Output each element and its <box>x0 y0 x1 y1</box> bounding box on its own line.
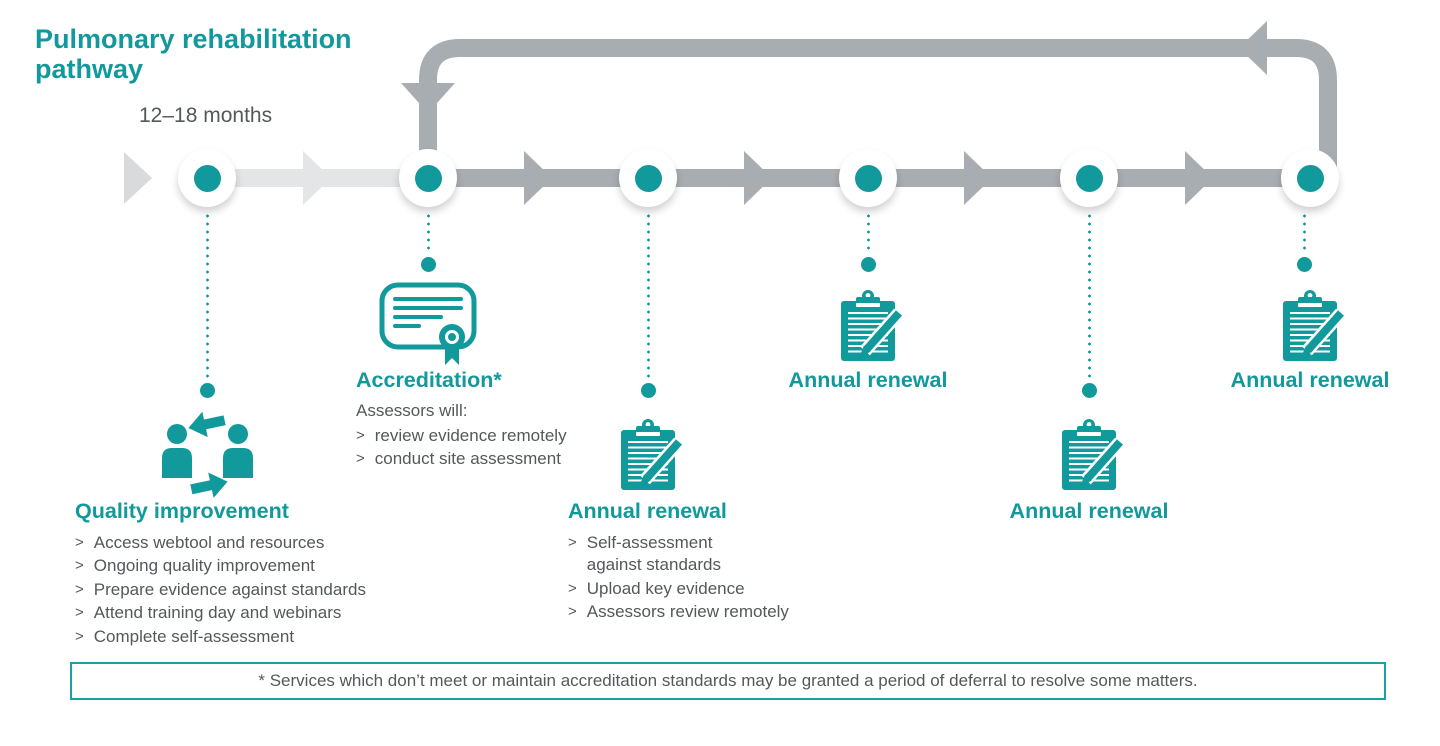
bullet-marker: > <box>356 427 365 444</box>
stage-quality-improvement: Quality improvement > Access webtool and … <box>75 498 405 649</box>
timeline-node <box>399 149 457 207</box>
stage-annual-renewal-4: Annual renewal <box>1210 367 1410 393</box>
bullet-item: > Assessors review remotely <box>568 601 808 623</box>
connector-dot <box>640 383 656 398</box>
clipboard-pen-icon <box>1283 290 1346 361</box>
node-dot <box>1296 164 1324 192</box>
certificate-icon <box>379 282 477 365</box>
segment-arrowhead-light-icon <box>303 151 331 205</box>
bullet-item: > Ongoing quality improvement <box>75 555 405 577</box>
loop-arrowhead-down-icon <box>401 83 455 113</box>
connector-dot <box>1296 257 1312 272</box>
timeline-node <box>839 149 897 207</box>
bullet-item: > conduct site assessment <box>356 448 626 470</box>
stage-annual-renewal-1: Annual renewal > Self-assessment against … <box>568 498 808 625</box>
segment-arrowhead-icon <box>964 151 992 205</box>
connector-line <box>646 212 650 378</box>
clipboard-pen-icon <box>841 290 904 361</box>
bullet-text: conduct site assessment <box>374 449 561 469</box>
connector-line <box>866 212 870 252</box>
bullet-text: Prepare evidence against standards <box>93 579 366 599</box>
timeline-duration-label: 12–18 months <box>139 104 273 127</box>
bullet-item: > Self-assessment against standards <box>568 532 808 577</box>
connector-dot <box>199 383 215 398</box>
bullet-text: review evidence remotely <box>374 426 567 445</box>
footnote-text: * Services which don’t meet or maintain … <box>258 671 1198 690</box>
bullet-item: > Prepare evidence against standards <box>75 579 405 601</box>
bullet-marker: > <box>75 557 84 575</box>
stage-annual-renewal-3: Annual renewal <box>989 498 1189 524</box>
bullet-list: > Access webtool and resources > Ongoing q… <box>75 532 405 648</box>
connector-line <box>1302 212 1306 252</box>
stage-heading: Annual renewal <box>788 368 948 392</box>
stage-heading: Annual renewal <box>568 499 727 523</box>
connector-line <box>1087 212 1091 378</box>
segment-arrowhead-icon <box>744 151 772 205</box>
timeline-node <box>1281 149 1339 207</box>
bullet-marker: > <box>356 450 365 468</box>
stage-annual-renewal-2: Annual renewal <box>768 367 968 393</box>
bullet-text: Attend training day and webinars <box>93 603 342 623</box>
node-dot <box>1075 164 1103 192</box>
people-cycle-icon <box>162 411 253 498</box>
bullet-text: Ongoing quality improvement <box>93 556 315 576</box>
bullet-marker: > <box>75 580 84 598</box>
connector-dot <box>860 257 876 272</box>
bullet-item: > review evidence remotely <box>356 425 626 447</box>
bullet-text: Self-assessment against standards <box>586 533 721 575</box>
bullet-marker: > <box>568 579 577 597</box>
bullet-marker: > <box>75 627 84 645</box>
node-dot <box>193 164 221 192</box>
renewal-loop-arrow <box>419 39 1337 174</box>
connector-dot <box>1081 383 1097 398</box>
bullet-text: Complete self-assessment <box>93 626 295 646</box>
stage-heading: Annual renewal <box>1230 368 1390 392</box>
start-chevron-icon <box>124 152 152 204</box>
connector-line <box>205 212 209 378</box>
connector-line <box>426 212 430 252</box>
segment-arrowhead-icon <box>1185 151 1213 205</box>
bullet-item: > Upload key evidence <box>568 578 808 600</box>
clipboard-pen-icon <box>621 419 684 490</box>
page-title: Pulmonary rehabilitation pathway <box>35 24 352 84</box>
bullet-item: > Access webtool and resources <box>75 532 405 554</box>
segment-arrowhead-icon <box>524 151 552 205</box>
timeline-node <box>1060 149 1118 207</box>
clipboard-pen-icon <box>1062 419 1125 490</box>
footnote-box: * Services which don’t meet or maintain … <box>70 662 1386 700</box>
timeline-node <box>178 149 236 207</box>
bullet-list: > review evidence remotely > conduct site … <box>356 425 626 471</box>
stage-heading: Annual renewal <box>1009 499 1169 523</box>
bullet-marker: > <box>568 534 577 551</box>
connector-dot <box>420 257 436 272</box>
bullet-item: > Attend training day and webinars <box>75 602 405 624</box>
stage-heading: Quality improvement <box>75 499 289 523</box>
timeline-node <box>619 149 677 207</box>
node-dot <box>854 164 882 192</box>
bullet-text: Upload key evidence <box>586 578 745 598</box>
stage-intro: Assessors will: <box>356 401 468 420</box>
bullet-marker: > <box>75 534 84 551</box>
bullet-text: Access webtool and resources <box>93 533 325 552</box>
stage-accreditation: Accreditation* Assessors will: > review e… <box>356 367 626 472</box>
loop-arrowhead-left-icon <box>1239 21 1267 75</box>
node-dot <box>634 164 662 192</box>
stage-heading: Accreditation* <box>356 368 502 392</box>
bullet-list: > Self-assessment against standards > Uplo… <box>568 532 808 624</box>
bullet-item: > Complete self-assessment <box>75 626 405 648</box>
node-dot <box>414 164 442 192</box>
bullet-marker: > <box>75 604 84 622</box>
bullet-marker: > <box>568 603 577 621</box>
bullet-text: Assessors review remotely <box>586 602 789 622</box>
